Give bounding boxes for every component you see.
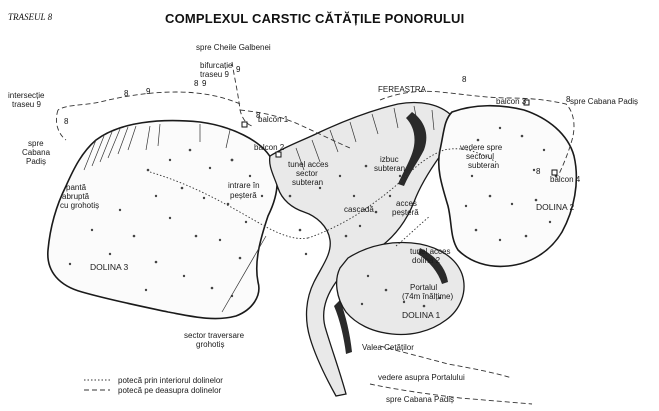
label-sector-traversare: sector traversare xyxy=(184,331,245,340)
legend-inside-label: potecă prin interiorul dolinelor xyxy=(118,376,223,385)
dolina-2-boulders xyxy=(464,126,558,242)
label-tunel-dolina: dolina 2 xyxy=(412,256,441,265)
label-tunel-dolina: tunel acces xyxy=(410,247,450,256)
map-title: COMPLEXUL CARSTIC CĂTĂȚILE PONORULUI xyxy=(165,11,464,26)
trail-number: 8 xyxy=(124,89,129,98)
trail-inside xyxy=(149,148,497,247)
label-valea: Valea Cetăților xyxy=(362,343,414,352)
label-portalul: Portalul xyxy=(410,283,437,292)
trail-number: 8 xyxy=(64,117,69,126)
trail-number: 9 xyxy=(146,87,151,96)
dolina-1-shape xyxy=(335,241,465,336)
trail-number: 9 xyxy=(202,79,207,88)
label-balcon-1: balcon 1 xyxy=(258,115,289,124)
dolina-2-shape xyxy=(437,104,578,268)
label-tunel-sector: tunel acces xyxy=(288,160,328,169)
label-bifurcatie: traseu 9 xyxy=(200,70,229,79)
label-tunel-sector: subteran xyxy=(292,178,323,187)
dolina-3-scree xyxy=(83,123,231,171)
label-vedere-portal: vedere asupra Portalului xyxy=(378,373,465,382)
label-spre-cheile: spre Cheile Galbenei xyxy=(196,43,271,52)
trail-above xyxy=(55,61,575,405)
dolina-3-shape xyxy=(47,119,279,320)
label-panta: abruptă xyxy=(62,192,90,201)
label-izbuc: izbuc xyxy=(380,155,399,164)
label-intersectie: traseu 9 xyxy=(12,100,41,109)
label-fereastra: FEREASTRA xyxy=(378,85,427,94)
label-vedere-sector: vedere spre xyxy=(460,143,503,152)
label-spre-cabana-bottom: spre Cabana Padiș xyxy=(386,395,454,404)
label-intrare: intrare în xyxy=(228,181,260,190)
label-sector-traversare: grohotiș xyxy=(196,340,224,349)
label-bifurcatie: bifurcație xyxy=(200,61,233,70)
trail-number: 9 xyxy=(236,65,241,74)
label-panta: cu grohotiș xyxy=(60,201,99,210)
trail-number: 8 xyxy=(566,95,571,104)
dolina-1-shadow xyxy=(418,248,448,284)
label-vedere-sector: sectorul xyxy=(466,152,494,161)
trail-number: 8 xyxy=(462,75,467,84)
label-dolina-3: DOLINA 3 xyxy=(90,262,129,272)
label-spre-cabana-left: Padiș xyxy=(26,157,46,166)
legend: potecă prin interiorul dolinelor potecă … xyxy=(84,376,223,395)
trail-number: 8 xyxy=(194,79,199,88)
label-balcon-4: balcon 4 xyxy=(550,175,581,184)
ridge-boulders xyxy=(288,164,402,256)
trail-label: TRASEUL 8 xyxy=(8,12,53,22)
legend-above-label: potecă pe deasupra dolinelor xyxy=(118,386,222,395)
label-balcon-2: balcon 2 xyxy=(254,143,285,152)
label-balcon-3: balcon 3 xyxy=(496,97,527,106)
label-dolina-2: DOLINA 2 xyxy=(536,202,575,212)
label-izbuc: subteran xyxy=(374,164,405,173)
label-spre-cabana-left: spre xyxy=(28,139,44,148)
trail-number: 8 xyxy=(256,111,261,120)
label-acces-pestera: peșteră xyxy=(392,208,419,217)
label-spre-cabana-left: Cabana xyxy=(22,148,51,157)
label-panta: pantă xyxy=(66,183,87,192)
label-intersectie: intersecție xyxy=(8,91,45,100)
label-portalul: (74m înălțime) xyxy=(402,292,453,301)
label-tunel-sector: sector xyxy=(296,169,318,178)
label-cascada: cascadă xyxy=(344,205,374,214)
balcony-markers xyxy=(241,99,558,176)
label-dolina-1: DOLINA 1 xyxy=(402,310,441,320)
trail-number: 8 xyxy=(536,167,541,176)
traverse-line xyxy=(221,235,267,313)
dolina-1-boulders xyxy=(360,274,442,308)
label-intrare: peșteră xyxy=(230,191,257,200)
label-vedere-sector: subteran xyxy=(468,161,499,170)
label-acces-pestera: acces xyxy=(396,199,417,208)
label-spre-cabana-right: spre Cabana Padiș xyxy=(570,97,638,106)
